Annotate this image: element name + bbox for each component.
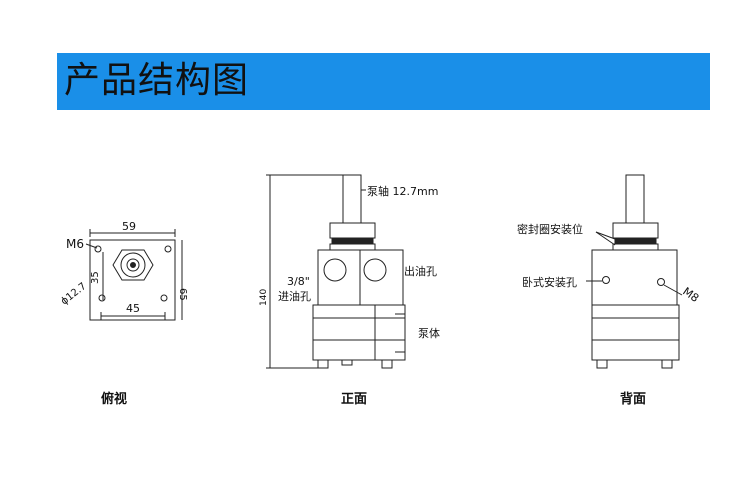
- top-view-hole-bl: [98, 294, 106, 302]
- top-view-thread-leader: [85, 243, 98, 249]
- back-view: [586, 174, 683, 369]
- front-view-inlet-size: 3/8": [287, 275, 310, 288]
- front-view-shaft: [342, 174, 362, 226]
- back-view-seal-leader-a: [595, 231, 616, 240]
- front-view: [266, 174, 406, 369]
- top-view-hole-br: [160, 294, 168, 302]
- front-view-inlet-port: [323, 258, 347, 282]
- top-view-side-left-label: 35: [90, 271, 101, 284]
- back-view-thread-label: M8: [680, 285, 701, 305]
- front-view-shaft-label: 泵轴 12.7mm: [367, 184, 438, 198]
- front-view-bolt-left: [317, 359, 329, 369]
- front-view-body-bracket: [395, 313, 406, 353]
- front-view-caption: 正面: [341, 392, 368, 407]
- back-view-mount-label: 卧式安装孔: [522, 275, 577, 289]
- back-view-thread-leader: [663, 284, 683, 296]
- front-view-inlet-label: 进油孔: [278, 289, 311, 303]
- back-view-nut: [612, 222, 659, 239]
- top-view-side-right-label: 65: [177, 288, 188, 301]
- top-view-shaft: [126, 258, 140, 272]
- front-view-collar: [329, 243, 376, 251]
- back-view-lower-body: [591, 304, 680, 361]
- front-view-body-label: 泵体: [418, 326, 440, 340]
- back-view-seal-ring: [614, 237, 657, 245]
- title-banner: 产品结构图: [57, 53, 710, 110]
- page-title: 产品结构图: [64, 60, 250, 101]
- top-view-hole-tr: [164, 245, 172, 253]
- top-view-diameter-label: ϕ12.7: [59, 281, 89, 307]
- top-view-inner-label: 45: [126, 302, 140, 315]
- front-view-outlet-label: 出油孔: [404, 264, 437, 278]
- top-view-width-label: 59: [122, 220, 136, 233]
- top-view-outer-ring: [120, 252, 146, 278]
- back-view-seal-leader-b: [595, 231, 616, 246]
- front-view-nut: [329, 222, 376, 239]
- front-view-seal-ring: [331, 237, 374, 245]
- front-view-bolt-right: [381, 359, 393, 369]
- top-view-thread-label: M6: [66, 237, 84, 251]
- front-view-height-label: 140: [259, 289, 269, 306]
- top-view: [85, 229, 183, 321]
- front-view-outlet-port: [363, 258, 387, 282]
- back-view-seal-label: 密封圈安装位: [517, 222, 583, 236]
- back-view-mount-hole: [602, 276, 610, 284]
- back-view-caption: 背面: [620, 392, 647, 407]
- top-view-hole-tl: [94, 245, 102, 253]
- back-view-shaft: [625, 174, 645, 226]
- front-view-lower-body: [312, 304, 406, 361]
- back-view-thread-hole: [657, 278, 665, 286]
- top-view-shaft-core: [130, 262, 136, 268]
- back-view-collar: [612, 243, 659, 251]
- top-view-caption: 俯视: [101, 392, 128, 407]
